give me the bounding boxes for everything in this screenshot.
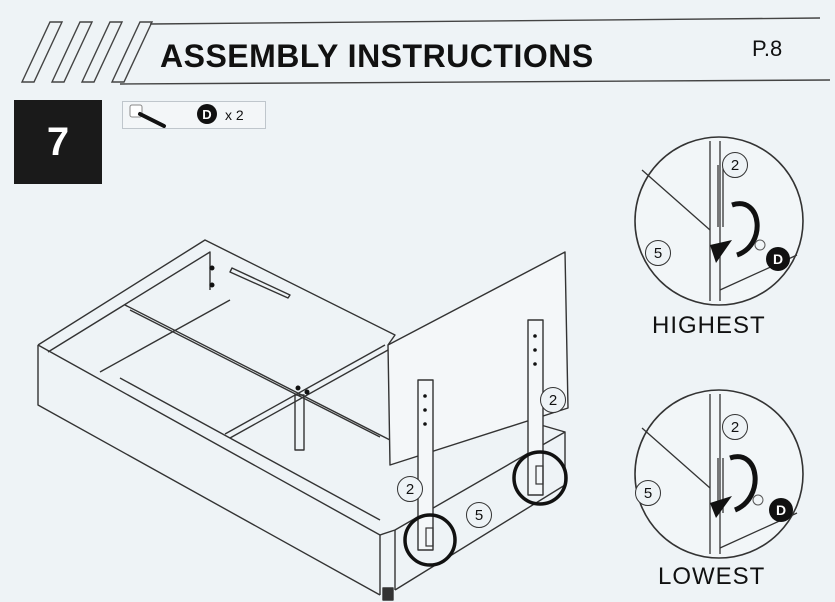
- highest-part-d-badge: D: [766, 247, 790, 271]
- highest-part-d-letter: D: [772, 251, 784, 267]
- screw-icon: [129, 104, 166, 128]
- highest-detail-view: [634, 136, 804, 306]
- lowest-detail-view: [634, 389, 804, 559]
- highest-rail-label: 5: [645, 240, 671, 266]
- right-leg-label: 2: [540, 387, 566, 413]
- lowest-part-d-badge: D: [769, 498, 793, 522]
- right-leg-number: 2: [548, 391, 558, 409]
- part-quantity: x 2: [225, 107, 244, 123]
- lowest-rail-label: 5: [635, 480, 661, 506]
- highest-leg-number: 2: [730, 156, 740, 174]
- page-number: P.8: [752, 36, 783, 61]
- lowest-leg-number: 2: [730, 418, 740, 436]
- highest-leg-label: 2: [722, 152, 748, 178]
- lowest-part-d-letter: D: [775, 502, 787, 518]
- step-number-box: 7: [14, 100, 102, 184]
- left-leg-label: 2: [397, 476, 423, 502]
- left-leg-number: 2: [405, 480, 415, 498]
- lowest-rail-number: 5: [643, 484, 653, 502]
- header-decoration: [20, 17, 831, 85]
- side-rail-label: 5: [466, 502, 492, 528]
- lowest-caption: LOWEST: [658, 563, 766, 590]
- page-title: ASSEMBLY INSTRUCTIONS: [160, 38, 594, 74]
- lowest-leg-label: 2: [722, 414, 748, 440]
- highest-caption: HIGHEST: [652, 312, 766, 339]
- side-rail-number: 5: [474, 506, 484, 524]
- part-d-letter: D: [202, 106, 212, 122]
- parts-needed-box: [122, 101, 266, 129]
- highest-rail-number: 5: [653, 244, 663, 262]
- part-d-badge: D: [197, 104, 217, 124]
- step-number: 7: [46, 119, 70, 164]
